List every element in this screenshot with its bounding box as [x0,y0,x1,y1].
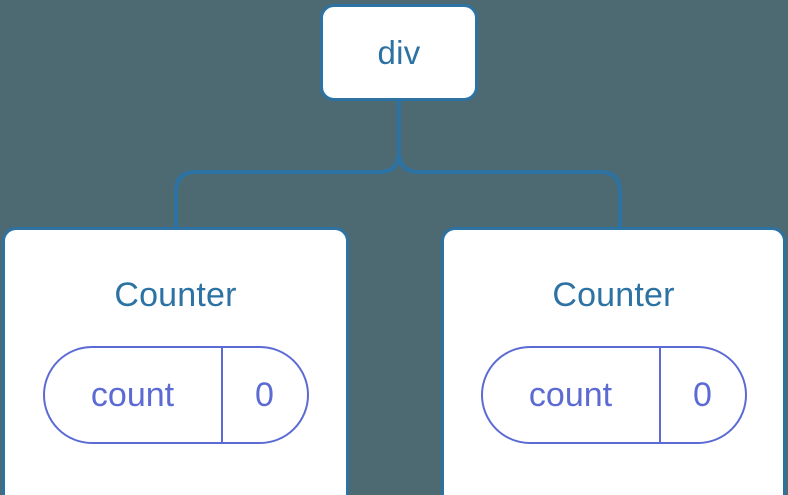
node-counter-right[interactable]: Counter count 0 [441,227,786,495]
node-div-label: div [377,34,421,71]
state-key-right: count [528,376,613,414]
edge-root-to-right-counter [397,101,622,232]
state-value-right: 0 [658,348,745,442]
node-div[interactable]: div [320,4,478,101]
state-value-left: 0 [220,348,307,442]
node-counter-left-title: Counter [114,276,237,314]
node-counter-right-title: Counter [552,276,675,314]
state-key-left: count [90,376,175,414]
edge-root-to-left-counter [174,101,401,232]
state-pill-left[interactable]: count 0 [42,346,309,444]
node-counter-left[interactable]: Counter count 0 [2,227,349,495]
state-pill-right[interactable]: count 0 [480,346,747,444]
